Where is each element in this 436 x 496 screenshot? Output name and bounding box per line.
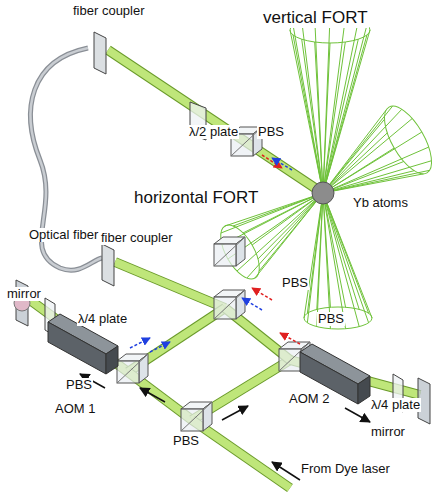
part-label: PBS	[281, 276, 309, 290]
part-label: fiber coupler	[72, 4, 146, 18]
fiber-coupler	[94, 32, 106, 74]
part-label: λ/4 plate	[370, 398, 421, 412]
pbs-cube	[214, 237, 245, 266]
part-label: mirror	[6, 287, 42, 301]
part-label: mirror	[370, 425, 406, 439]
part-label: λ/2 plate	[188, 125, 239, 139]
fiber-coupler	[102, 244, 114, 286]
part-label: Optical fiber	[28, 228, 99, 242]
pbs-cube	[117, 354, 148, 383]
part-label: AOM 1	[54, 402, 96, 416]
pbs-cube	[214, 290, 245, 319]
part-label: Yb atoms	[352, 196, 409, 210]
part-label: vertical FORT	[262, 9, 369, 28]
fort-beam	[213, 219, 267, 285]
laser-beam	[192, 420, 290, 488]
part-label: fiber coupler	[100, 231, 174, 245]
part-label: horizontal FORT	[133, 189, 259, 208]
part-label: PBS	[317, 312, 345, 326]
pbs-cube	[181, 402, 212, 431]
part-label: PBS	[257, 125, 285, 139]
laser-beam	[108, 50, 318, 190]
yb-atom-cloud	[312, 182, 334, 204]
part-label: PBS	[172, 434, 200, 448]
laser-beam	[115, 262, 225, 308]
part-label: From Dye laser	[300, 462, 391, 476]
fort-beam	[304, 307, 372, 329]
part-label: PBS	[65, 378, 93, 392]
part-label: λ/4 plate	[77, 312, 128, 326]
part-label: AOM 2	[288, 392, 330, 406]
